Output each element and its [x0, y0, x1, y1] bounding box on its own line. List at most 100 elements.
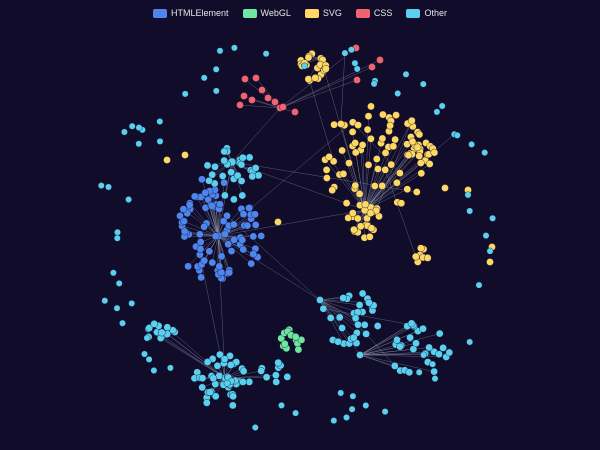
graph-node-svg[interactable] — [351, 139, 360, 147]
graph-node-svg[interactable] — [322, 65, 330, 73]
graph-node-other[interactable] — [406, 333, 414, 342]
graph-node-other[interactable] — [229, 392, 237, 401]
graph-node-htmlelement[interactable] — [215, 262, 224, 271]
graph-node-htmlelement[interactable] — [249, 250, 257, 258]
graph-node-svg[interactable] — [378, 182, 387, 190]
graph-node-svg[interactable] — [387, 160, 396, 169]
graph-node-htmlelement[interactable] — [208, 258, 217, 267]
graph-node-other[interactable] — [486, 247, 494, 255]
graph-node-svg[interactable] — [381, 165, 390, 174]
graph-node-other[interactable] — [338, 324, 346, 332]
graph-node-other[interactable] — [166, 364, 174, 372]
graph-node-htmlelement[interactable] — [223, 211, 231, 220]
graph-node-other[interactable] — [110, 269, 117, 277]
graph-node-other[interactable] — [330, 417, 338, 424]
graph-node-other[interactable] — [211, 392, 220, 401]
graph-node-svg[interactable] — [441, 184, 449, 192]
graph-node-other[interactable] — [209, 374, 218, 383]
graph-node-svg[interactable] — [351, 181, 360, 190]
legend-item-css[interactable]: CSS — [355, 8, 392, 18]
graph-node-svg[interactable] — [430, 148, 439, 157]
graph-node-other[interactable] — [381, 408, 389, 415]
graph-node-other[interactable] — [435, 350, 443, 359]
graph-node-svg[interactable] — [413, 143, 422, 152]
graph-node-svg[interactable] — [423, 254, 432, 262]
graph-node-svg[interactable] — [372, 155, 381, 163]
graph-node-svg[interactable] — [408, 137, 417, 146]
graph-node-css[interactable] — [236, 101, 244, 109]
graph-node-other[interactable] — [425, 343, 433, 352]
graph-node-other[interactable] — [223, 379, 231, 387]
graph-node-other[interactable] — [163, 323, 172, 332]
graph-node-other[interactable] — [355, 301, 364, 309]
graph-node-other[interactable] — [339, 294, 348, 302]
graph-node-other[interactable] — [101, 297, 109, 305]
graph-node-other[interactable] — [334, 337, 342, 346]
graph-node-other[interactable] — [251, 424, 259, 431]
graph-node-other[interactable] — [216, 350, 224, 359]
graph-node-other[interactable] — [438, 102, 446, 110]
graph-node-other[interactable] — [439, 344, 447, 352]
graph-node-other[interactable] — [351, 314, 360, 323]
graph-node-other[interactable] — [349, 333, 358, 342]
graph-node-svg[interactable] — [345, 159, 353, 167]
graph-node-svg[interactable] — [330, 120, 338, 129]
graph-node-other[interactable] — [283, 373, 292, 381]
graph-node-other[interactable] — [230, 44, 238, 52]
graph-node-svg[interactable] — [415, 152, 424, 160]
graph-node-htmlelement[interactable] — [195, 230, 204, 239]
graph-node-css[interactable] — [240, 92, 248, 100]
graph-node-htmlelement[interactable] — [224, 240, 232, 248]
graph-node-htmlelement[interactable] — [221, 230, 229, 238]
graph-node-svg[interactable] — [393, 178, 401, 187]
graph-node-other[interactable] — [349, 392, 357, 400]
graph-node-css[interactable] — [376, 56, 384, 64]
graph-node-other[interactable] — [208, 170, 216, 179]
graph-node-svg[interactable] — [417, 244, 425, 252]
graph-node-other[interactable] — [292, 409, 299, 417]
graph-node-webgl[interactable] — [291, 333, 300, 341]
graph-node-other[interactable] — [431, 375, 439, 382]
graph-node-other[interactable] — [430, 367, 438, 376]
graph-node-svg[interactable] — [367, 102, 375, 111]
graph-node-other[interactable] — [466, 338, 474, 346]
graph-node-other[interactable] — [233, 171, 242, 180]
graph-node-svg[interactable] — [378, 134, 387, 143]
graph-node-other[interactable] — [216, 47, 224, 55]
graph-node-other[interactable] — [181, 90, 189, 98]
graph-node-svg[interactable] — [355, 190, 364, 198]
graph-node-htmlelement[interactable] — [257, 232, 266, 240]
graph-node-svg[interactable] — [274, 218, 282, 226]
graph-node-other[interactable] — [115, 279, 123, 287]
graph-node-other[interactable] — [373, 322, 382, 330]
graph-node-htmlelement[interactable] — [216, 200, 224, 208]
graph-node-other[interactable] — [365, 298, 373, 307]
legend-item-webgl[interactable]: WebGL — [242, 8, 291, 18]
graph-node-other[interactable] — [220, 156, 228, 165]
graph-node-htmlelement[interactable] — [217, 252, 226, 261]
graph-node-other[interactable] — [262, 373, 271, 382]
graph-node-other[interactable] — [212, 65, 220, 73]
graph-node-other[interactable] — [348, 405, 356, 413]
graph-node-svg[interactable] — [353, 214, 362, 223]
graph-node-other[interactable] — [251, 164, 260, 172]
graph-node-svg[interactable] — [339, 170, 348, 178]
graph-node-other[interactable] — [218, 172, 227, 180]
graph-node-other[interactable] — [272, 371, 280, 380]
graph-node-other[interactable] — [237, 160, 246, 169]
graph-node-svg[interactable] — [361, 200, 370, 209]
graph-node-css[interactable] — [368, 63, 376, 71]
graph-node-other[interactable] — [475, 281, 483, 289]
graph-node-svg[interactable] — [425, 160, 434, 168]
graph-node-svg[interactable] — [181, 151, 189, 159]
graph-node-other[interactable] — [301, 62, 308, 70]
graph-node-other[interactable] — [358, 289, 367, 298]
graph-node-other[interactable] — [362, 330, 370, 338]
graph-node-other[interactable] — [228, 401, 237, 410]
graph-node-other[interactable] — [145, 355, 153, 363]
graph-node-svg[interactable] — [338, 146, 346, 155]
graph-node-htmlelement[interactable] — [247, 259, 255, 268]
graph-node-htmlelement[interactable] — [245, 204, 253, 212]
graph-node-svg[interactable] — [356, 222, 365, 231]
graph-node-svg[interactable] — [322, 166, 331, 174]
